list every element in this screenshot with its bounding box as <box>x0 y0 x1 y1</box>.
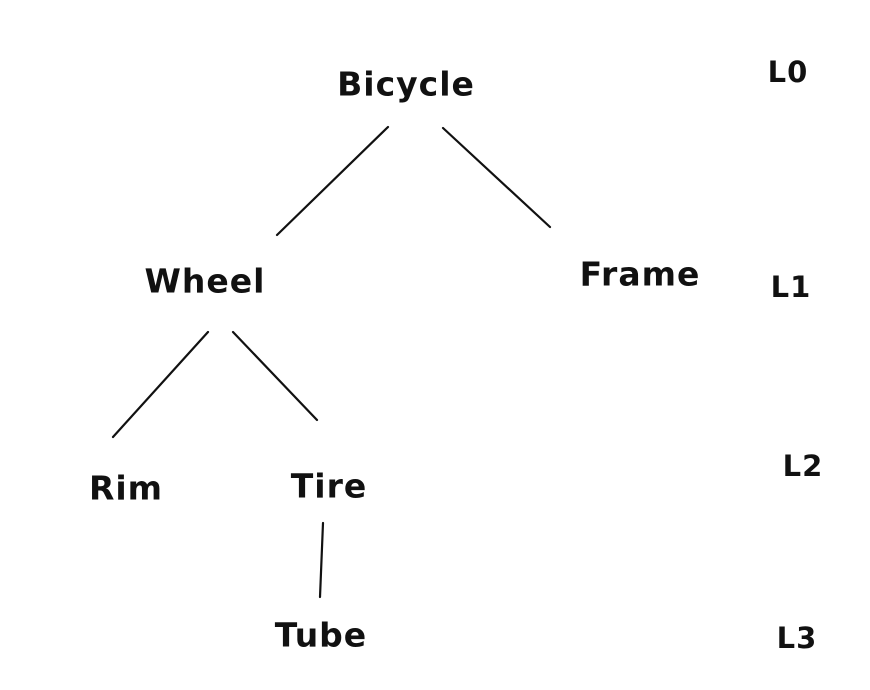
level-label-l0: L0 <box>767 55 809 89</box>
node-wheel: Wheel <box>144 261 266 301</box>
level-label-l2: L2 <box>782 449 824 483</box>
level-label-l3: L3 <box>776 621 818 655</box>
edge-bicycle-frame <box>441 126 552 229</box>
edge-tire-tube <box>318 521 325 599</box>
edge-bicycle-wheel <box>275 125 390 237</box>
edge-wheel-rim <box>111 330 210 439</box>
node-frame: Frame <box>579 254 701 294</box>
level-label-l1: L1 <box>770 270 812 304</box>
node-tire: Tire <box>290 466 368 506</box>
node-tube: Tube <box>274 615 368 655</box>
edge-wheel-tire <box>231 330 319 422</box>
node-rim: Rim <box>88 468 164 508</box>
node-bicycle: Bicycle <box>337 64 475 104</box>
